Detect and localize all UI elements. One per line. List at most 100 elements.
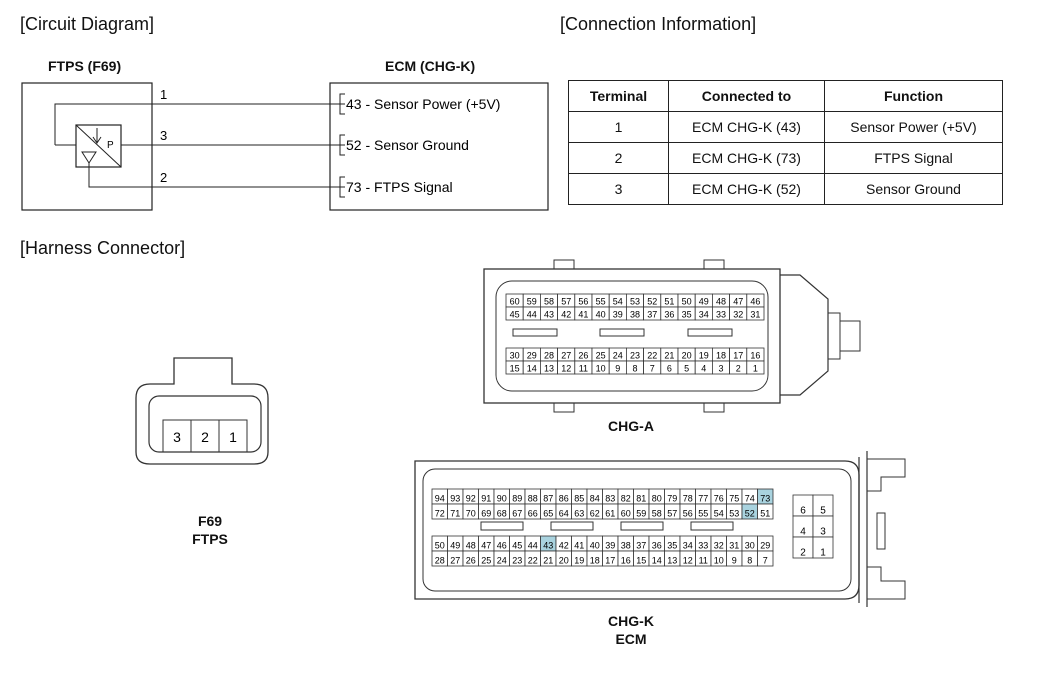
- chg-a-pin-label: 57: [561, 297, 571, 307]
- chg-k-pin-label: 49: [450, 541, 460, 551]
- chg-k-pin-label: 89: [512, 494, 522, 504]
- chg-a-pin-label: 44: [527, 310, 537, 320]
- ftps-pin-2: 2: [160, 170, 167, 185]
- table-cell: Sensor Ground: [824, 173, 1003, 205]
- chg-a-pin-label: 12: [561, 364, 571, 374]
- ftps-connector-label-line1: F69: [197, 513, 223, 529]
- chg-k-pin-label: 13: [667, 556, 677, 566]
- chg-k-pin-label: 12: [683, 556, 693, 566]
- chg-a-pin-label: 59: [527, 297, 537, 307]
- ecm-label: ECM (CHG-K): [385, 58, 476, 74]
- chg-a-pin-label: 20: [682, 351, 692, 361]
- chg-a-pin-label: 4: [701, 364, 706, 374]
- chg-k-pin-label: 83: [605, 494, 615, 504]
- chg-a-pin-label: 58: [544, 297, 554, 307]
- chg-k-pin-label: 10: [714, 556, 724, 566]
- table-row: 3 ECM CHG-K (52) Sensor Ground: [568, 173, 1003, 205]
- chg-k-pin-label: 30: [745, 541, 755, 551]
- chg-k-side-pin-label: 1: [820, 548, 826, 559]
- chg-k-pin-label: 81: [636, 494, 646, 504]
- sensor-symbol-label: P: [107, 140, 114, 151]
- chg-k-pin-label: 31: [729, 541, 739, 551]
- chg-k-pin-label: 55: [698, 509, 708, 519]
- chg-k-pin-label: 93: [450, 494, 460, 504]
- chg-a-pin-label: 28: [544, 351, 554, 361]
- chg-a-pin-label: 16: [750, 351, 760, 361]
- chg-a-pin-label: 10: [596, 364, 606, 374]
- chg-k-pin-cell: [757, 550, 774, 567]
- chg-k-pin-label: 94: [435, 494, 445, 504]
- table-cell: 1: [568, 111, 669, 143]
- chg-k-pin-label: 63: [574, 509, 584, 519]
- chg-a-pin-label: 23: [630, 351, 640, 361]
- chg-a-pin-label: 54: [613, 297, 623, 307]
- chg-a-pin-label: 51: [664, 297, 674, 307]
- chg-a-pin-label: 41: [578, 310, 588, 320]
- chg-a-pin-label: 1: [753, 364, 758, 374]
- chg-k-pin-label: 71: [450, 509, 460, 519]
- chg-a-pin-label: 14: [527, 364, 537, 374]
- chg-a-pin-label: 33: [716, 310, 726, 320]
- chg-k-pin-label: 84: [590, 494, 600, 504]
- chg-k-pin-label: 11: [699, 556, 708, 566]
- ftps-connector-pin: 3: [173, 429, 181, 445]
- chg-a-pin-cell: [746, 306, 765, 321]
- chg-k-pin-label: 19: [574, 556, 584, 566]
- chg-k-pin-label: 52: [745, 509, 755, 519]
- table-cell: ECM CHG-K (73): [668, 142, 825, 174]
- chg-k-pin-label: 59: [636, 509, 646, 519]
- chg-k-pin-label: 26: [466, 556, 476, 566]
- header-connected-to: Connected to: [668, 80, 825, 112]
- ftps-label: FTPS (F69): [48, 58, 122, 74]
- table-cell: ECM CHG-K (52): [668, 173, 825, 205]
- harness-connector-title: [Harness Connector]: [20, 238, 186, 258]
- chg-k-pin-label: 9: [732, 556, 737, 566]
- table-header-row: Terminal Connected to Function: [568, 80, 1003, 112]
- chg-k-pin-label: 47: [481, 541, 491, 551]
- chg-k-pin-label: 78: [683, 494, 693, 504]
- chg-a-pin-label: 60: [510, 297, 520, 307]
- chg-k-pin-label: 72: [435, 509, 445, 519]
- chg-a-pin-label: 50: [682, 297, 692, 307]
- wire-pin2: [88, 163, 345, 188]
- chg-k-pin-label: 32: [714, 541, 724, 551]
- chg-a-pin-label: 25: [596, 351, 606, 361]
- connection-table: Terminal Connected to Function 1 ECM CHG…: [568, 80, 1003, 205]
- chg-a-pin-label: 39: [613, 310, 623, 320]
- chg-k-pin-label: 77: [698, 494, 708, 504]
- chg-a-pin-label: 26: [578, 351, 588, 361]
- chg-a-pin-label: 36: [664, 310, 674, 320]
- chg-k-pin-label: 21: [543, 556, 553, 566]
- chg-k-pin-label: 73: [760, 494, 770, 504]
- chg-k-pin-label: 90: [497, 494, 507, 504]
- chg-k-pin-label: 75: [729, 494, 739, 504]
- chg-a-pin-label: 15: [510, 364, 520, 374]
- chg-a-pin-label: 11: [579, 364, 588, 374]
- table-cell: 2: [568, 142, 669, 174]
- chg-a-pin-label: 45: [510, 310, 520, 320]
- chg-a-pin-label: 13: [544, 364, 554, 374]
- table-cell: 3: [568, 173, 669, 205]
- chg-k-pin-label: 50: [435, 541, 445, 551]
- chg-a-pin-label: 17: [733, 351, 743, 361]
- chg-a-pin-label: 43: [544, 310, 554, 320]
- chg-k-pin-label: 41: [574, 541, 584, 551]
- chg-k-pin-label: 74: [745, 494, 755, 504]
- chg-k-pin-label: 27: [450, 556, 460, 566]
- chg-k-pin-label: 20: [559, 556, 569, 566]
- chg-k-side-pin-label: 4: [800, 527, 806, 538]
- chg-a-pin-label: 8: [632, 364, 637, 374]
- chg-k-pin-label: 53: [729, 509, 739, 519]
- chg-k-pin-label: 15: [636, 556, 646, 566]
- ecm-pin-52: 52 - Sensor Ground: [346, 137, 469, 153]
- header-function: Function: [824, 80, 1003, 112]
- chg-k-pin-label: 44: [528, 541, 538, 551]
- chg-k-pin-label: 16: [621, 556, 631, 566]
- chg-k-label-line2: ECM: [615, 631, 647, 647]
- chg-a-pin-label: 21: [664, 351, 674, 361]
- chg-k-side-pin-label: 3: [820, 527, 826, 538]
- chg-a-pin-label: 6: [667, 364, 672, 374]
- chg-a-pin-label: 38: [630, 310, 640, 320]
- chg-k-pin-label: 42: [559, 541, 569, 551]
- chg-k-pin-label: 86: [559, 494, 569, 504]
